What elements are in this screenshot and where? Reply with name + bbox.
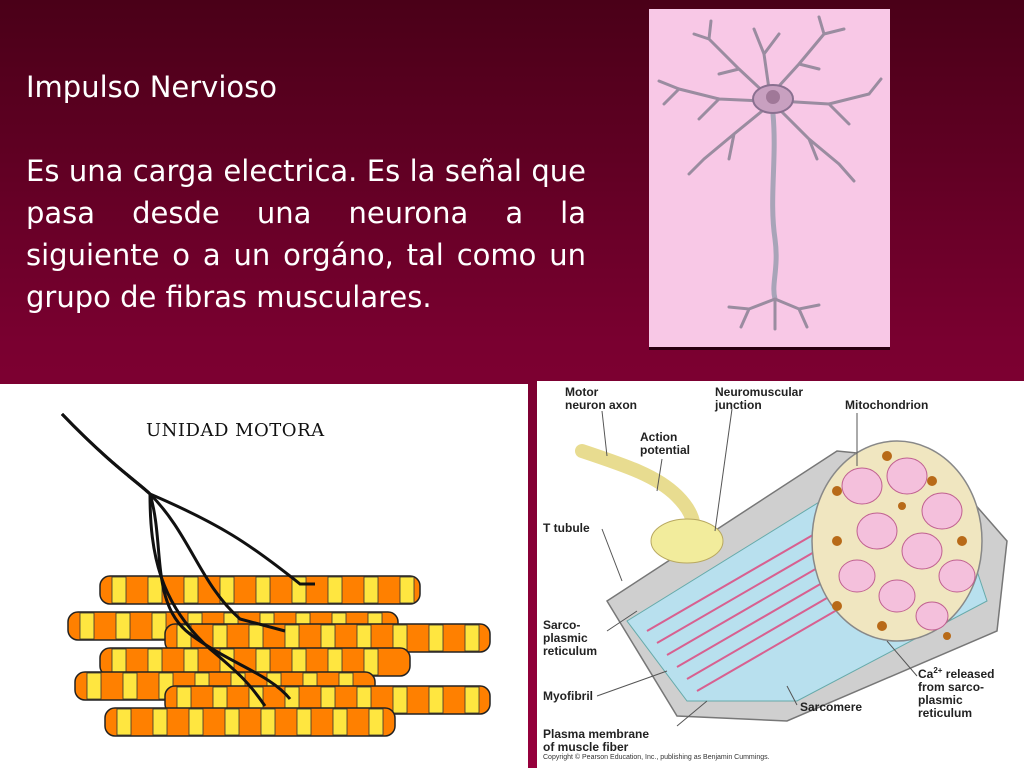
muscle-fiber [164,623,491,653]
motor-neuron-branch [148,493,267,707]
label-ca-released: Ca2+ released from sarco- plasmic reticu… [918,666,995,720]
top-section: Impulso Nervioso Es una carga electrica.… [26,9,890,350]
neuron-illustration [649,9,890,350]
muscle-fiber [104,707,396,737]
copyright-notice: Copyright © Pearson Education, Inc., pub… [543,754,770,761]
label-myofibril: Myofibril [543,689,593,703]
muscle-fibers-drawing [60,412,491,737]
slide-title: Impulso Nervioso [26,70,277,104]
label-motor-neuron-axon: Motor neuron axon [565,385,638,412]
muscle-fiber-drawing [575,408,1008,727]
label-mitochondrion: Mitochondrion [845,398,929,412]
label-plasma-membrane: Plasma membrane of muscle fiber [543,727,650,754]
label-sarcoplasmic-reticulum: Sarco- plasmic reticulum [543,618,598,658]
label-action-potential: Action potential [640,430,690,457]
motor-unit-figure [0,384,528,768]
muscle-fiber-figure [537,381,1024,768]
neuron-drawing [657,15,883,331]
muscle-fiber [99,575,421,605]
label-sarcomere: Sarcomere [800,700,863,714]
label-t-tubule: T tubule [543,521,590,535]
label-neuromuscular-junction: Neuromuscular junction [715,385,804,412]
motor-unit-title: UNIDAD MOTORA [146,420,325,441]
slide-body-text: Es una carga electrica. Es la señal que … [26,154,586,314]
